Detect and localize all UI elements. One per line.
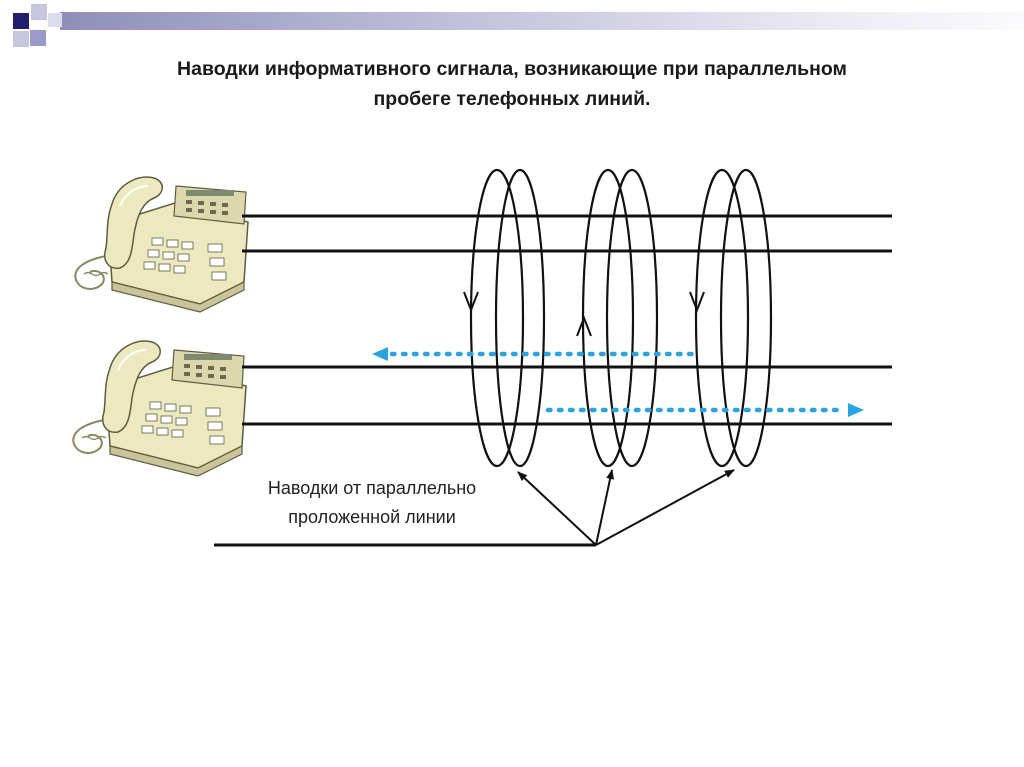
interference-label: Наводки от параллельно проложенной линии	[222, 474, 522, 532]
interference-label-line-2: проложенной линии	[288, 507, 456, 527]
slide-title: Наводки информативного сигнала, возникаю…	[40, 54, 984, 114]
slide-title-line-2: пробеге телефонных линий.	[373, 88, 651, 110]
decorative-header-bar	[60, 12, 1024, 30]
signal-arrow-left	[372, 347, 388, 361]
slide-title-line-1: Наводки информативного сигнала, возникаю…	[177, 58, 847, 80]
field-loops	[469, 168, 773, 468]
telephone-icon	[72, 340, 247, 477]
signal-arrow-right	[848, 403, 864, 417]
interference-arrows	[517, 469, 735, 546]
decorative-square	[13, 13, 29, 29]
telephone-icon	[74, 176, 249, 313]
interference-label-line-1: Наводки от параллельно	[267, 478, 477, 498]
decorative-square	[31, 4, 47, 20]
loop-direction-arrows	[463, 291, 705, 337]
decorative-square	[30, 30, 46, 46]
decorative-square	[13, 31, 29, 47]
decorative-square	[48, 13, 62, 27]
